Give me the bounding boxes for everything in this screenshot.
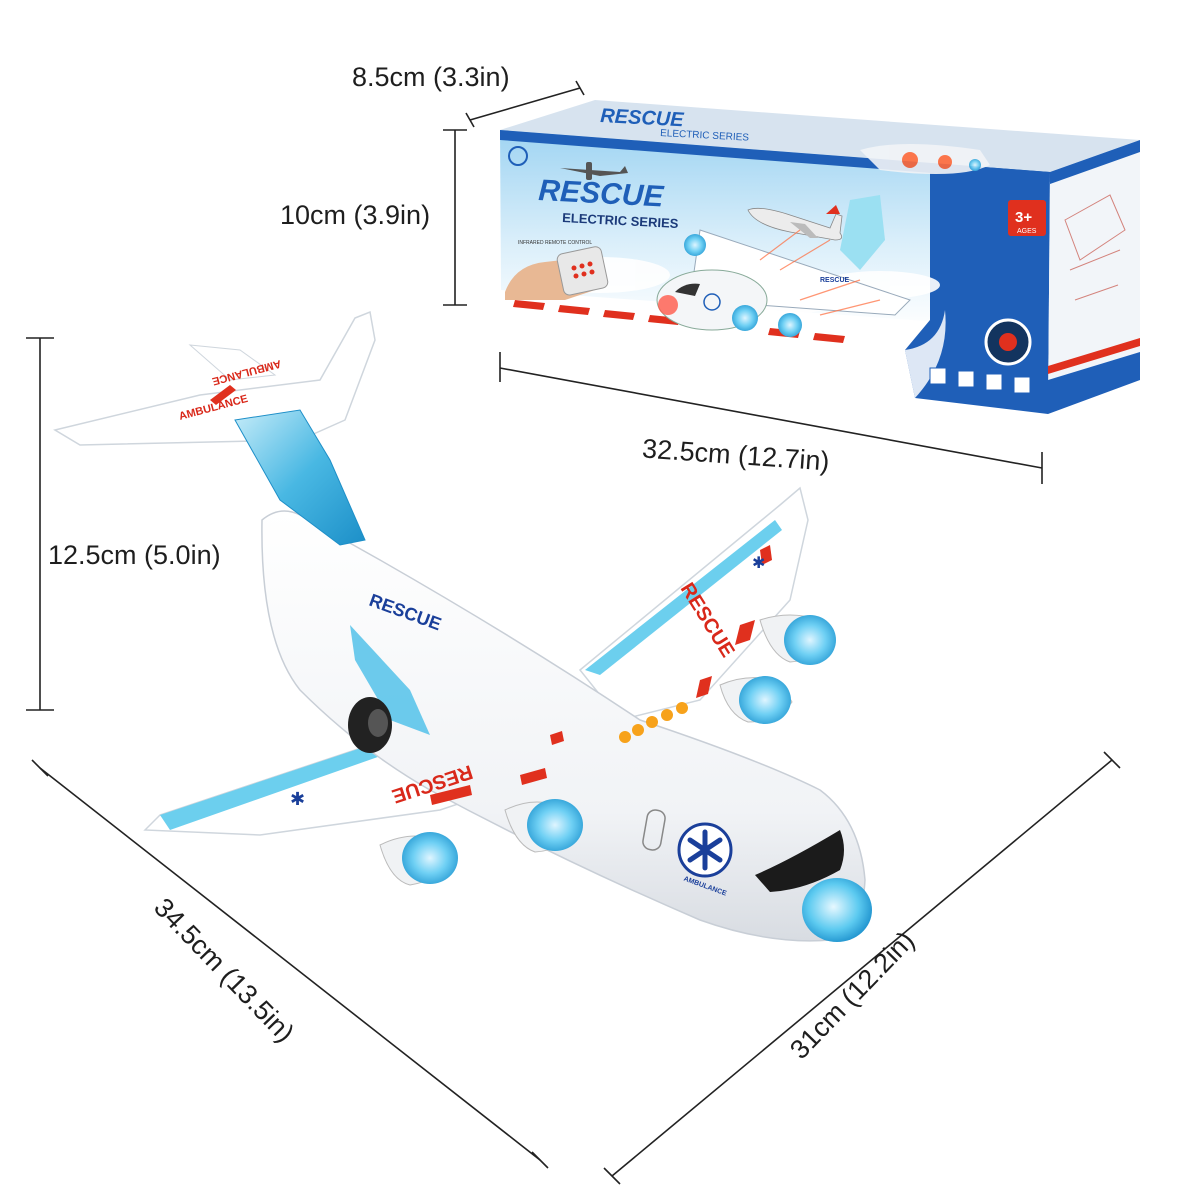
box-plane-image: RESCUE	[656, 195, 911, 337]
box-depth-label: 8.5cm (3.3in)	[352, 62, 510, 92]
remote-control-image: INFRARED REMOTE CONTROL	[505, 240, 609, 300]
feature-music-icon	[957, 370, 975, 388]
tail-fin	[234, 409, 366, 546]
medical-star-icons: ✱ ✱	[290, 555, 765, 809]
remote-caption: INFRARED REMOTE CONTROL	[518, 240, 592, 246]
box-top-plane-image	[860, 144, 990, 174]
engine-left-outer	[379, 832, 458, 886]
product-box: RESCUE ELECTRIC SERIES RESCUE ELECTRIC S…	[500, 100, 1140, 414]
box-series: ELECTRIC SERIES	[562, 210, 679, 231]
age-badge	[1008, 200, 1046, 236]
engine-left-inner	[504, 799, 583, 853]
sound-buttons	[619, 702, 688, 743]
box-top-series: ELECTRIC SERIES	[660, 128, 750, 144]
dimension-lines	[26, 80, 1121, 1185]
feature-light-icon	[929, 367, 947, 385]
nose-light	[802, 878, 872, 942]
age-number: 3+	[1015, 209, 1032, 226]
airliner-image	[747, 205, 843, 241]
plane-height-label: 12.5cm (5.0in)	[48, 540, 221, 570]
box-brand: RESCUE	[538, 174, 666, 214]
cockpit-windows	[755, 830, 844, 892]
svg-text:✱: ✱	[290, 789, 305, 809]
brand-logo-icon	[508, 146, 528, 166]
engine-right-outer	[759, 614, 836, 665]
small-plane-icon	[560, 162, 628, 180]
door	[642, 809, 666, 851]
box-top-brand: RESCUE	[600, 105, 685, 131]
svg-text:✱: ✱	[752, 555, 765, 572]
age-label: AGES	[1017, 228, 1037, 235]
box-height-label: 10cm (3.9in)	[280, 200, 431, 230]
feature-rotate-icon	[985, 373, 1003, 391]
toy-airplane: AMBULANCE ✱ ✱ RESCUE RESCUE RESCUE AMBUL…	[53, 310, 872, 942]
box-plane-label: RESCUE	[820, 277, 850, 284]
engine-right-inner	[719, 676, 793, 724]
rear-wheel	[348, 697, 392, 753]
feature-sound-icon	[1013, 376, 1031, 394]
